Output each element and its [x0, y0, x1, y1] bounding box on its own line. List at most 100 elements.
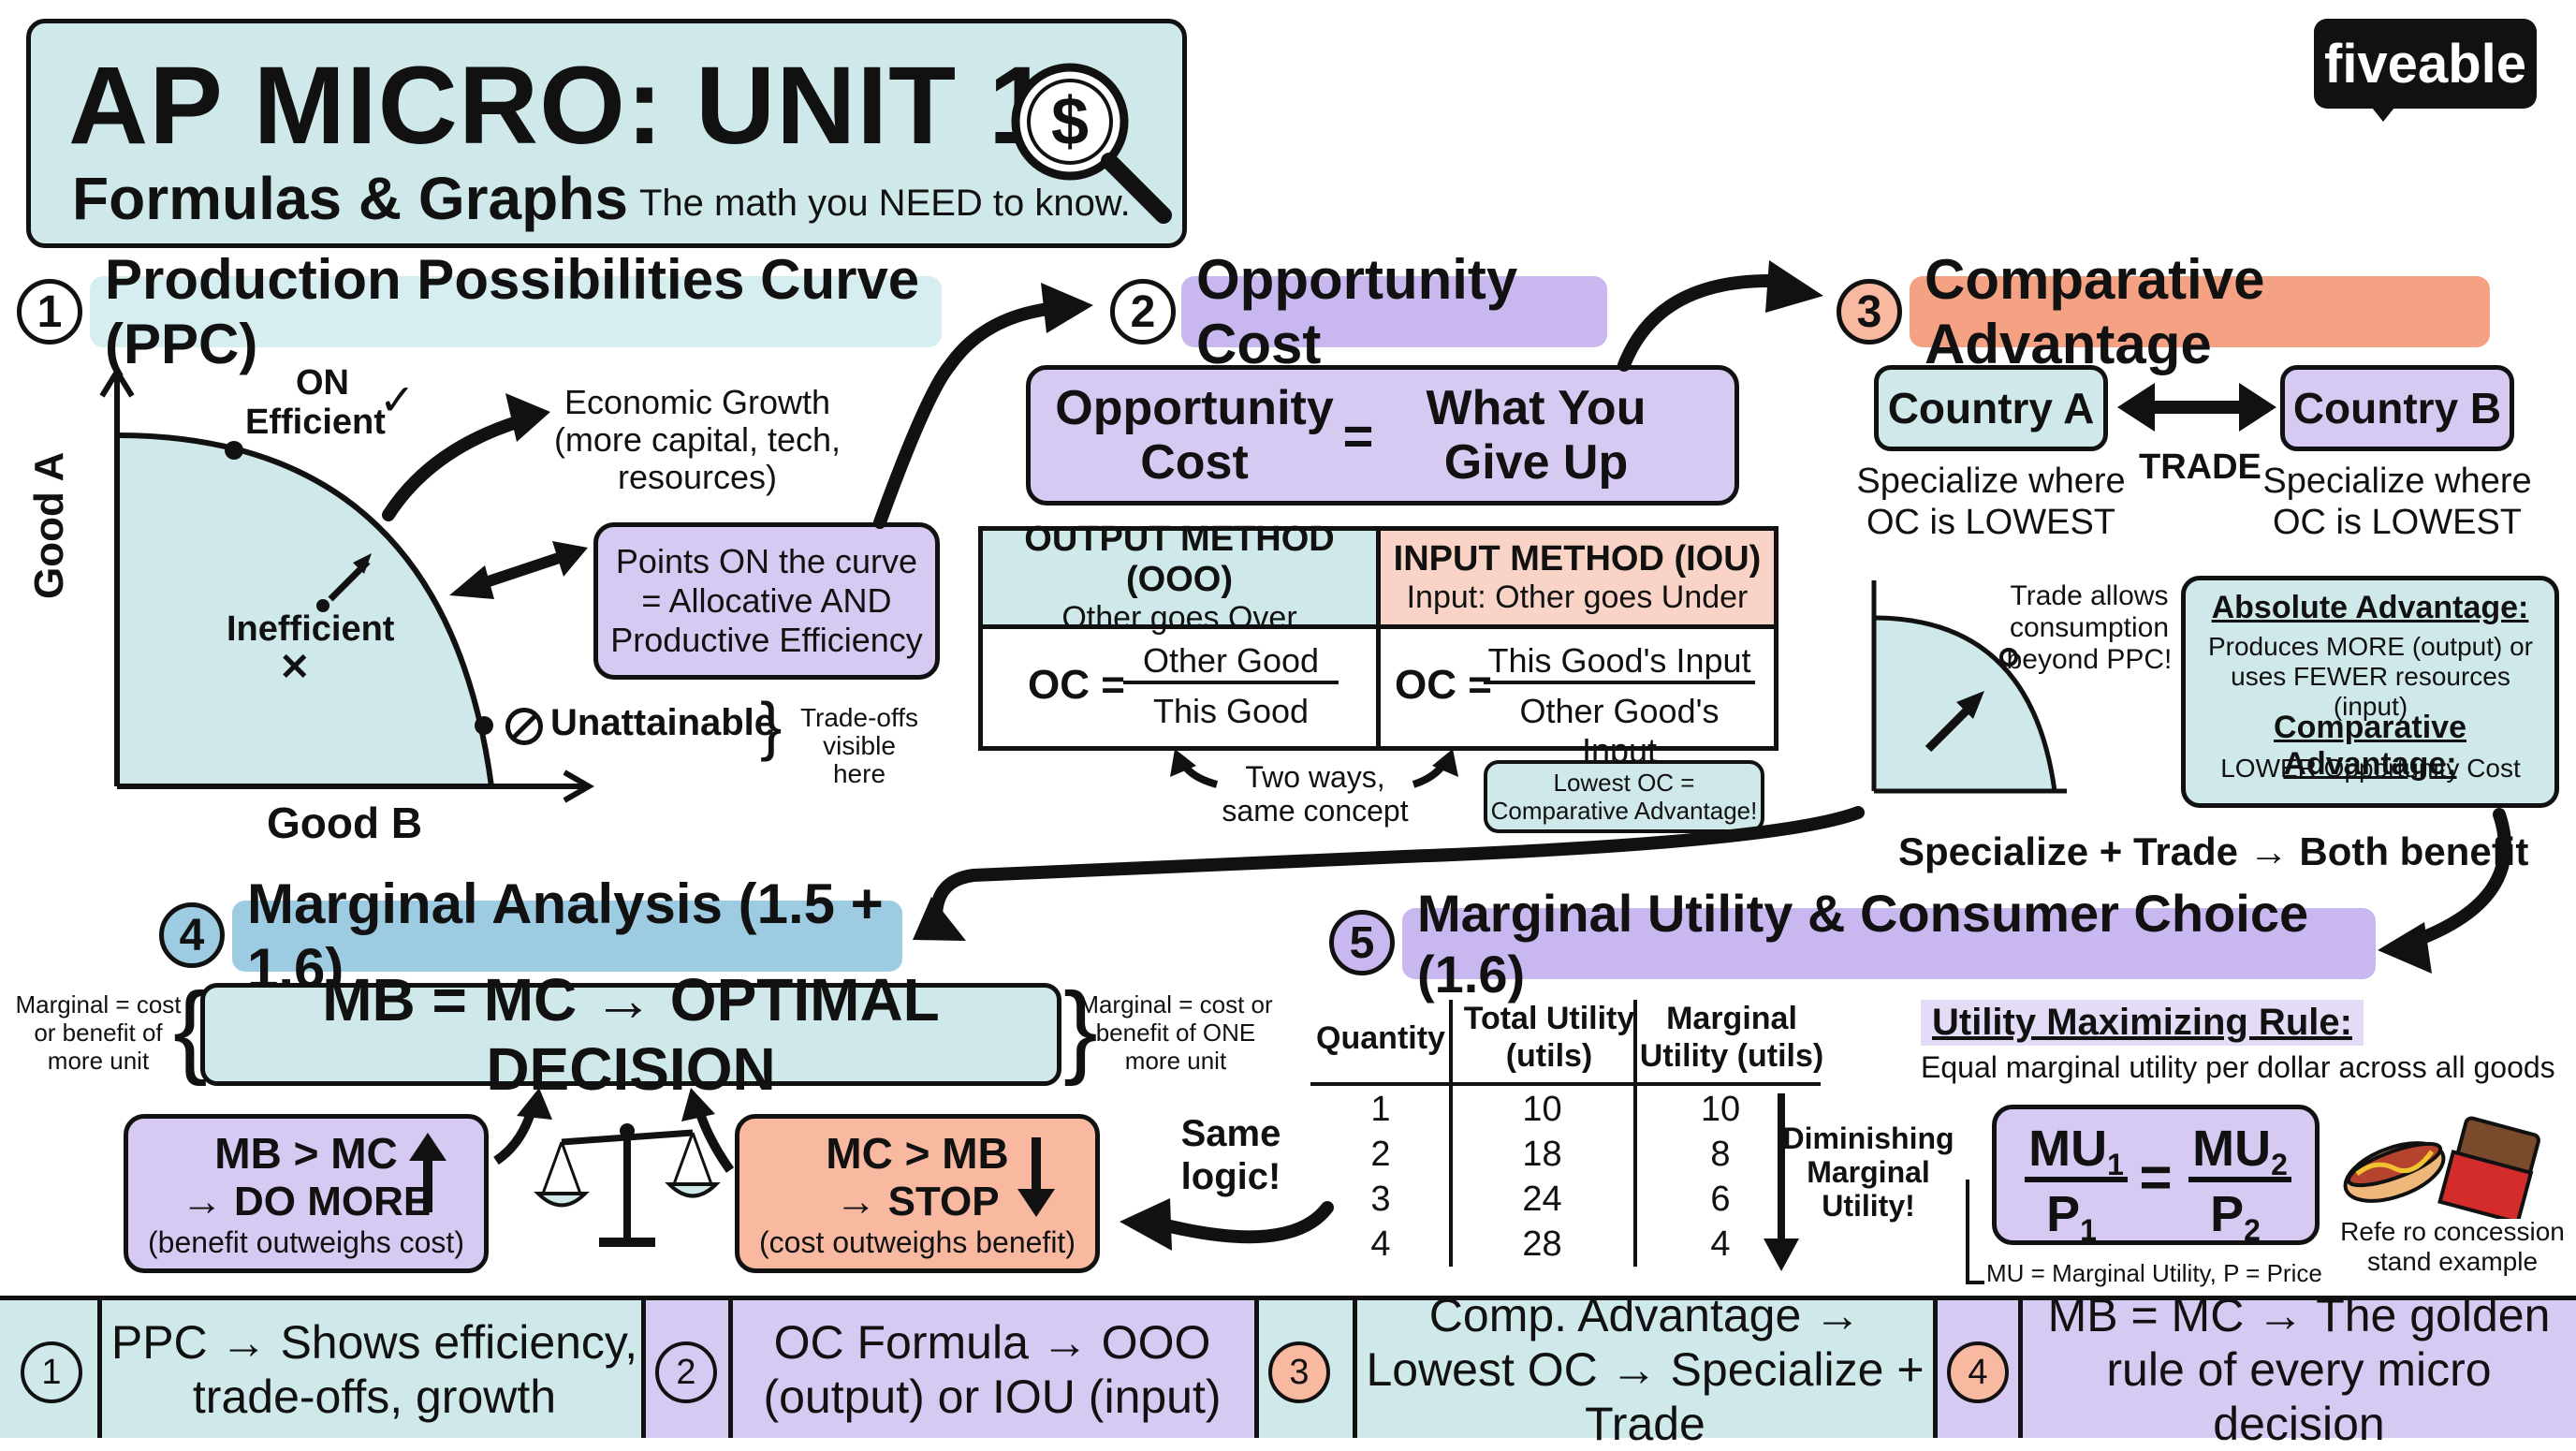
oc-formula-equals: =	[1342, 405, 1374, 465]
row-quantity: 3	[1370, 1180, 1391, 1219]
row-total-utility: 10	[1522, 1090, 1562, 1129]
section-3-number: 3	[1837, 279, 1902, 344]
summary-divider	[728, 1300, 733, 1438]
table-row: 4 28 4	[1310, 1221, 1825, 1266]
table-row: 3 24 6	[1310, 1176, 1825, 1221]
summary-num-4: 4	[1947, 1341, 2009, 1403]
right-brace-icon: }	[1063, 972, 1098, 1087]
specialize-a-text: Specialize where OC is LOWEST	[1856, 462, 2126, 542]
main-title: AP MICRO: UNIT 1	[68, 44, 1051, 168]
stop-sub: (cost outweighs benefit)	[759, 1224, 1076, 1259]
summary-bar: 1 PPC → Shows efficiency, trade-offs, gr…	[0, 1288, 2576, 1450]
row-marginal-utility: 10	[1700, 1090, 1741, 1129]
utility-table: Quantity Total Utility (utils) Marginal …	[1310, 1000, 1825, 1267]
table-header-rule	[1310, 1082, 1821, 1086]
title-banner: AP MICRO: UNIT 1 Formulas & Graphs The m…	[26, 19, 1187, 248]
absolute-advantage-body: Produces MORE (output) or uses FEWER res…	[2207, 632, 2534, 721]
ppc-graph	[99, 366, 595, 803]
summary-num-2: 2	[655, 1341, 717, 1403]
svg-text:=: =	[2139, 1146, 2172, 1209]
output-numerator: Other Good	[1123, 641, 1339, 684]
brand-logo[interactable]: fiveable	[2314, 19, 2537, 109]
trade-ppc-graph	[1871, 580, 2067, 794]
country-a-box: Country A	[1874, 365, 2108, 451]
diminishing-arrow-icon	[1764, 1093, 1799, 1271]
mb-mc-rule-box: MB = MC → OPTIMAL DECISION	[200, 966, 1061, 1103]
specialize-b-text: Specialize where OC is LOWEST	[2262, 462, 2532, 542]
trade-double-arrow-icon	[2117, 383, 2276, 432]
input-numerator: This Good's Input	[1484, 641, 1755, 684]
ppc-unattainable-label: Unattainable	[550, 702, 776, 743]
col-quantity-header: Quantity	[1316, 1020, 1445, 1056]
row-marginal-utility: 6	[1710, 1180, 1731, 1219]
output-method-title: OUTPUT METHOD (OOO)	[1024, 519, 1335, 599]
mb-greater-title: MB > MC	[214, 1128, 398, 1178]
oc-formula-box: Opportunity Cost = What You Give Up	[1026, 365, 1739, 506]
arrow-down-icon	[1017, 1137, 1055, 1217]
ppc-growth-note: Economic Growth (more capital, tech, res…	[553, 383, 842, 496]
summary-num-1: 1	[21, 1341, 82, 1403]
same-logic-note: Same logic!	[1180, 1113, 1281, 1197]
concession-example-note: Refe ro concession stand example	[2340, 1217, 2565, 1276]
mb-mc-rule-text: MB = MC → OPTIMAL DECISION	[322, 966, 940, 1103]
table-divider	[1376, 629, 1381, 751]
arrow-up-icon	[409, 1133, 446, 1212]
row-marginal-utility: 8	[1710, 1135, 1731, 1174]
input-method-header: INPUT METHOD (IOU) Input: Other goes Und…	[1381, 531, 1774, 629]
summary-divider	[1353, 1300, 1357, 1438]
oc-methods-table: OUTPUT METHOD (OOO) Other goes Over INPU…	[978, 520, 1778, 769]
trade-label: TRADE	[2139, 447, 2261, 487]
output-method-header: OUTPUT METHOD (OOO) Other goes Over	[983, 520, 1381, 636]
section-4-number: 4	[159, 902, 225, 968]
section-1-number: 1	[17, 279, 82, 344]
svg-text:MU2: MU2	[2192, 1121, 2288, 1181]
two-ways-note: Two ways, same concept	[1222, 760, 1409, 828]
col-marginal-utility-header: Marginal Utility (utils)	[1639, 1001, 1824, 1074]
svg-text:$: $	[1051, 84, 1089, 159]
section-2-number: 2	[1110, 279, 1176, 344]
brace-icon: }	[760, 689, 783, 762]
oc-formula-left: Opportunity Cost	[1055, 381, 1334, 490]
ppc-efficient-label: Efficient	[245, 403, 386, 442]
country-a-label: Country A	[1887, 384, 2095, 432]
summary-text-1: PPC → Shows efficiency, trade-offs, grow…	[110, 1315, 638, 1423]
summary-item-1: 1 PPC → Shows efficiency, trade-offs, gr…	[0, 1300, 646, 1438]
input-method-title: INPUT METHOD (IOU)	[1393, 539, 1762, 579]
mu-ratio-formula: MU1 P1 = MU2 P2	[2025, 1121, 2291, 1240]
summary-item-4: 4 MB = MC → The golden rule of every mic…	[1938, 1289, 2576, 1450]
summary-text-3: Comp. Advantage → Lowest OC → Specialize…	[1366, 1288, 1925, 1450]
utility-rule-body: Equal marginal utility per dollar across…	[1921, 1050, 2555, 1084]
table-col-rule-1	[1449, 1000, 1453, 1267]
brand-logo-text: fiveable	[2324, 33, 2526, 95]
row-total-utility: 28	[1522, 1224, 1562, 1264]
country-b-box: Country B	[2280, 365, 2514, 451]
summary-text-2: OC Formula → OOO (output) or IOU (input)	[763, 1315, 1222, 1423]
mu-legend: MU = Marginal Utility, P = Price	[1986, 1259, 2322, 1287]
hotdog-chocolate-icon	[2343, 1116, 2540, 1219]
lowest-oc-text: Lowest OC = Comparative Advantage!	[1490, 769, 1758, 825]
comparative-advantage-body: LOWER Opportunity Cost	[2220, 754, 2521, 783]
mc-greater-title: MC > MB	[826, 1128, 1009, 1178]
forbidden-icon	[505, 708, 543, 745]
advantage-definitions-box: Absolute Advantage: Produces MORE (outpu…	[2181, 576, 2559, 808]
tagline: The math you NEED to know.	[639, 183, 1131, 224]
summary-item-2: 2 OC Formula → OOO (output) or IOU (inpu…	[646, 1300, 1259, 1438]
ma-title: Marginal Analysis (1.5 + 1.6)	[232, 872, 902, 1000]
summary-num-3: 3	[1268, 1341, 1330, 1403]
do-more-sub: (benefit outweighs cost)	[148, 1224, 464, 1259]
row-quantity: 4	[1370, 1224, 1391, 1264]
row-total-utility: 18	[1522, 1135, 1562, 1174]
ppc-on-label: ON	[296, 363, 349, 403]
row-quantity: 1	[1370, 1090, 1391, 1129]
row-marginal-utility: 4	[1710, 1224, 1731, 1264]
summary-divider	[2018, 1300, 2023, 1438]
formula-bracket	[1966, 1180, 1984, 1284]
output-method-mnemonic: Other goes Over	[1061, 599, 1297, 636]
lowest-oc-bubble: Lowest OC = Comparative Advantage!	[1484, 760, 1764, 833]
ppc-axis-x: Good B	[267, 799, 423, 847]
input-oc-label: OC =	[1395, 662, 1492, 708]
diminishing-mu-note: Diminishing Marginal Utility!	[1782, 1121, 1954, 1223]
comparative-advantage-title: Comparative Advantage:	[2274, 710, 2466, 782]
mu-ratio-formula-box: MU1 P1 = MU2 P2	[1992, 1105, 2320, 1245]
